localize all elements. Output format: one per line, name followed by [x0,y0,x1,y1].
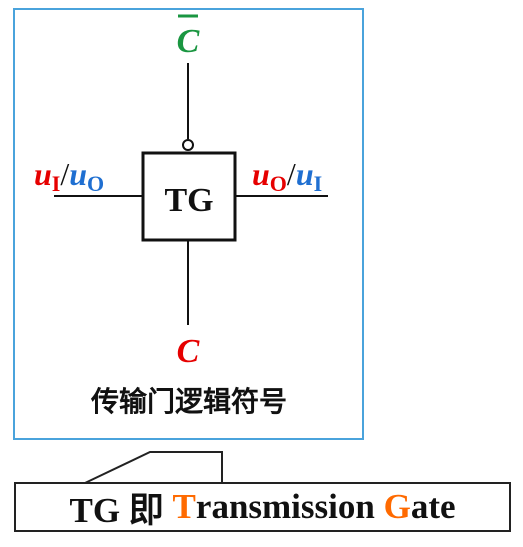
left-port-input-sub: I [52,171,61,196]
tg-box-label: TG [164,182,213,219]
left-port-output-sub: O [87,171,104,196]
callout-word2-rest: ate [410,487,456,526]
right-port-output-sub: O [270,171,287,196]
callout-prefix: TG 即 [69,490,173,530]
inversion-bubble [182,139,194,151]
left-port-slash: / [60,156,69,192]
symbol-caption: 传输门逻辑符号 [90,385,287,418]
left-port-input-var: u [34,156,52,192]
callout-pointer [84,451,223,484]
callout-word1-rest: ransmission [195,487,384,526]
right-port-input-sub: I [314,171,323,196]
c-label: C [177,333,200,370]
right-port-input-var: u [296,156,314,192]
symbol-frame [13,8,364,440]
callout-t-initial: T [172,487,196,526]
right-port-label: uO/uI [252,156,322,196]
right-port-output-var: u [252,156,270,192]
right-port-slash: / [287,156,296,192]
tg-box [141,151,237,242]
left-port-label: uI/uO [34,156,104,196]
left-port-output-var: u [69,156,87,192]
c-bar-label: C [177,23,200,60]
callout-g-initial: G [383,487,411,526]
